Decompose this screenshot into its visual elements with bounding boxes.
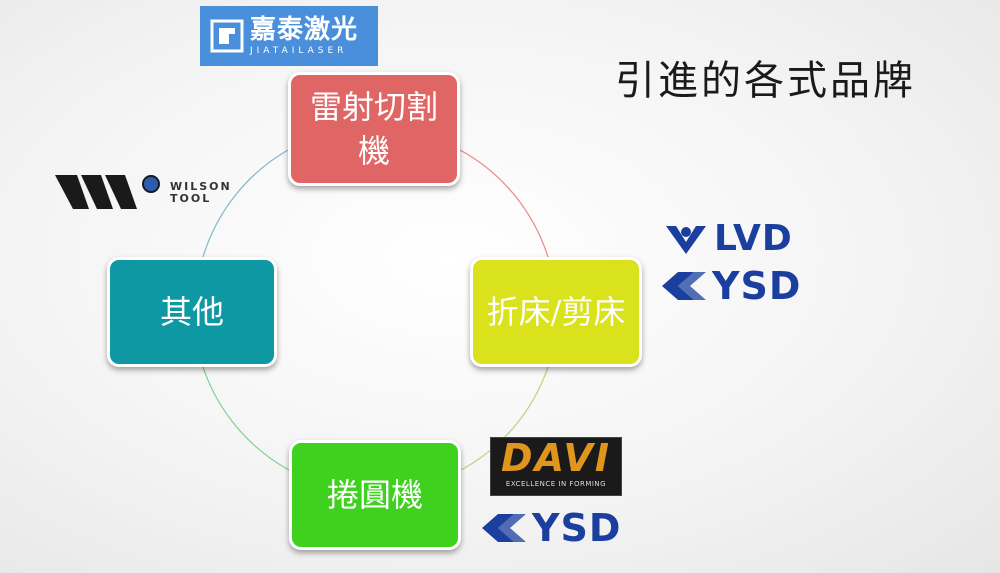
lvd-mark-icon bbox=[666, 226, 706, 254]
node-other: 其他 bbox=[107, 257, 277, 367]
ysd-mark-icon bbox=[662, 272, 706, 300]
lvd-logo: LVD bbox=[664, 218, 824, 259]
page-title: 引進的各式品牌 bbox=[615, 58, 916, 104]
wilson-tool-logo: WILSON TOOL bbox=[55, 172, 270, 212]
wilson-line2: TOOL bbox=[170, 192, 212, 205]
jiatai-laser-logo: 嘉泰激光 JIATAILASER bbox=[200, 6, 378, 66]
ysd-text: YSD bbox=[712, 264, 802, 308]
wilson-w-icon bbox=[55, 175, 160, 209]
lvd-text: LVD bbox=[714, 218, 793, 259]
ysd-mark-icon bbox=[482, 514, 526, 542]
davi-tagline: EXCELLENCE IN FORMING bbox=[505, 480, 607, 488]
ysd-logo-2: YSD bbox=[480, 506, 650, 550]
davi-logo: DAVI EXCELLENCE IN FORMING bbox=[490, 436, 622, 496]
wilson-line1: WILSON bbox=[170, 180, 232, 193]
node-laser-cutting: 雷射切割機 bbox=[288, 72, 460, 186]
ysd-logo: YSD bbox=[660, 264, 830, 308]
jiatai-name-cn: 嘉泰激光 bbox=[250, 15, 359, 45]
jiatai-name-en: JIATAILASER bbox=[250, 46, 348, 56]
node-press-brake-shear: 折床/剪床 bbox=[470, 257, 642, 367]
ysd-text-2: YSD bbox=[532, 506, 622, 550]
node-rolling-machine: 捲圓機 bbox=[289, 440, 461, 550]
davi-text: DAVI bbox=[501, 436, 611, 480]
jiatai-mark-icon bbox=[210, 19, 244, 53]
